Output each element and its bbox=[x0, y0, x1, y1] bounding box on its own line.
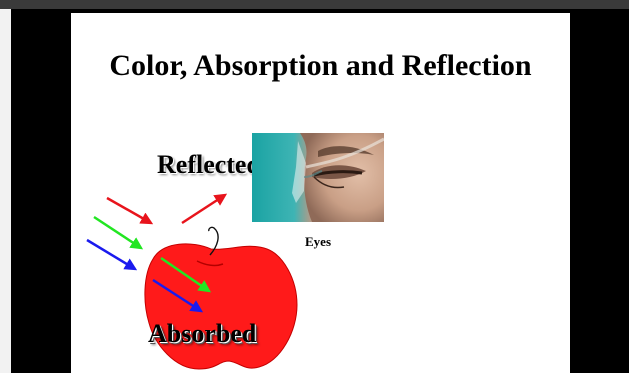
incoming-red-arrow bbox=[107, 198, 151, 223]
eyes-caption: Eyes bbox=[252, 234, 384, 250]
incoming-blue-arrow bbox=[87, 240, 135, 269]
reflected-red-arrow bbox=[182, 195, 225, 223]
reflected-label: Reflected bbox=[157, 150, 261, 180]
absorbed-label: Absorbed bbox=[148, 319, 256, 349]
eye-photo bbox=[252, 133, 384, 222]
presentation-slide: Color, Absorption and Reflection bbox=[71, 13, 570, 373]
window-top-bar bbox=[0, 0, 629, 9]
left-edge-strip bbox=[0, 9, 11, 373]
incoming-green-arrow bbox=[94, 217, 141, 248]
